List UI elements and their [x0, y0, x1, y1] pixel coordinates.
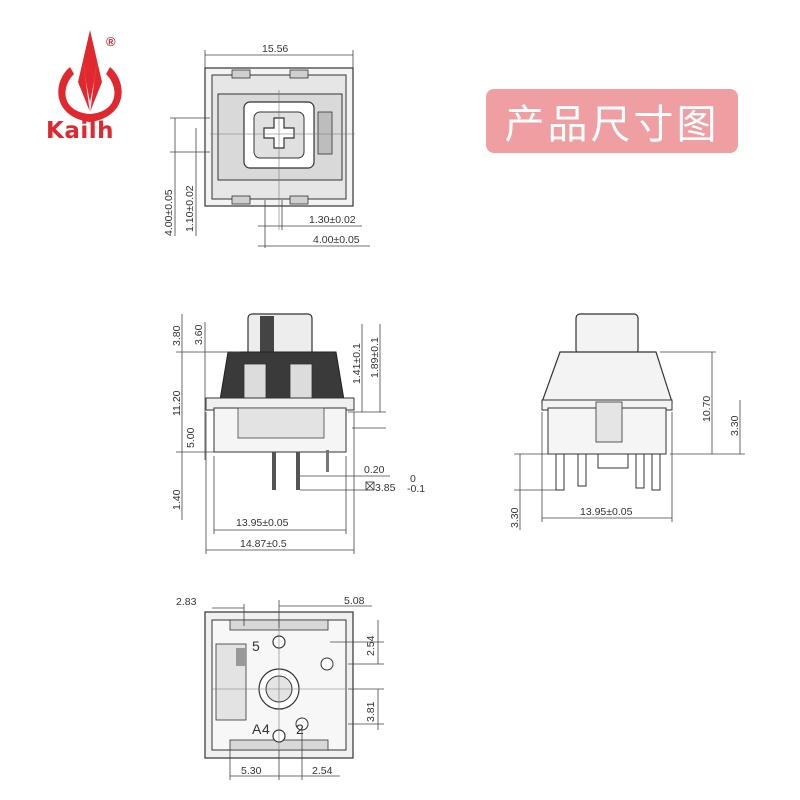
dim-1-89: 1.89±0.1 — [369, 337, 381, 378]
pin-label-2: 2 — [296, 721, 304, 737]
side-view-center-block — [595, 401, 623, 443]
dim-3-81: 3.81 — [365, 701, 377, 722]
dim-0-20: 0.20 — [364, 464, 385, 476]
dim-2-54-horizontal: 2.54 — [312, 765, 333, 777]
side-view: 10.70 3.30 3.30 13.95±0.05 — [509, 313, 745, 530]
kailh-logo — [58, 30, 122, 122]
top-view-clip-tl — [231, 69, 251, 79]
dim-13-95-front: 13.95±0.05 — [236, 517, 289, 529]
top-view-clip-tr — [289, 69, 309, 79]
top-view-clip-bl — [231, 195, 251, 205]
dim-1-40: 1.40 — [171, 489, 183, 510]
dim-5-30: 5.30 — [241, 765, 262, 777]
front-view-stem-slot — [260, 316, 274, 354]
front-view-window-right — [289, 363, 313, 403]
front-view-top-housing — [219, 351, 345, 401]
front-view-window-left — [243, 363, 267, 403]
brand-name: Kailh — [46, 118, 114, 144]
flatness-symbol-icon — [365, 481, 375, 491]
dim-3-60: 3.60 — [193, 324, 205, 345]
bottom-view-led-slot — [236, 648, 246, 666]
side-view-pin-right-b — [651, 453, 661, 491]
dim-4-00-horizontal: 4.00±0.05 — [313, 234, 360, 246]
pin-label-5: 5 — [252, 638, 260, 654]
dim-1-41: 1.41±0.1 — [351, 343, 363, 384]
dim-1-30: 1.30±0.02 — [309, 214, 356, 226]
registered-mark: ® — [106, 34, 116, 49]
top-view-clip-br — [289, 195, 309, 205]
dim-2-54-vertical: 2.54 — [365, 635, 377, 656]
front-view-pin-right — [296, 452, 300, 490]
side-view-top-housing — [541, 351, 673, 403]
side-view-pin-left — [555, 453, 565, 491]
bottom-view: 5 A 4 2 2.83 5.08 2.54 3.81 5.30 2.54 — [176, 595, 384, 780]
tolerance-minus: -0.1 — [407, 483, 425, 495]
dim-5-08: 5.08 — [344, 595, 365, 607]
dim-4-00-vertical: 4.00±0.05 — [163, 189, 175, 236]
side-view-stem — [575, 313, 639, 355]
top-view: 15.56 4.00±0.05 1.10±0.02 1.30±0.02 4.00… — [163, 43, 370, 248]
dim-3-30-right: 3.30 — [729, 415, 741, 436]
front-view-stem — [247, 313, 313, 359]
front-view-pin-left — [272, 452, 276, 490]
kailh-logo-emblem — [58, 30, 122, 122]
dim-14-87: 14.87±0.5 — [240, 538, 287, 550]
dim-3-30-left: 3.30 — [509, 507, 521, 528]
dim-3-80: 3.80 — [171, 325, 183, 346]
side-view-pin-right-a — [635, 453, 645, 489]
front-view-center-block — [237, 407, 325, 439]
front-view-post — [326, 450, 329, 472]
dim-5-00: 5.00 — [185, 427, 197, 448]
dim-2-83: 2.83 — [176, 596, 197, 608]
page-title: 产品尺寸图 — [504, 102, 720, 148]
dim-1-10-vertical: 1.10±0.02 — [184, 185, 196, 232]
dim-3-85: 3.85 — [375, 482, 396, 494]
pin-label-4: 4 — [262, 721, 270, 737]
flatness-symbol-stroke — [365, 481, 375, 491]
dim-11-20: 11.20 — [171, 390, 183, 416]
dim-13-95-side: 13.95±0.05 — [580, 506, 633, 518]
top-view-led-slot — [317, 111, 333, 155]
tolerance-plus: 0 — [410, 473, 416, 485]
side-view-post — [597, 453, 629, 469]
dim-10-70: 10.70 — [701, 396, 713, 422]
bottom-view-pin-hole-right-top — [320, 657, 334, 671]
side-view-pin-mid — [577, 453, 587, 487]
dim-15-56: 15.56 — [262, 43, 288, 55]
pin-label-A: A — [252, 721, 262, 737]
front-view: 3.80 3.60 11.20 5.00 1.40 1.41±0.1 1.89±… — [171, 313, 425, 554]
title-badge: 产品尺寸图 — [486, 89, 738, 153]
